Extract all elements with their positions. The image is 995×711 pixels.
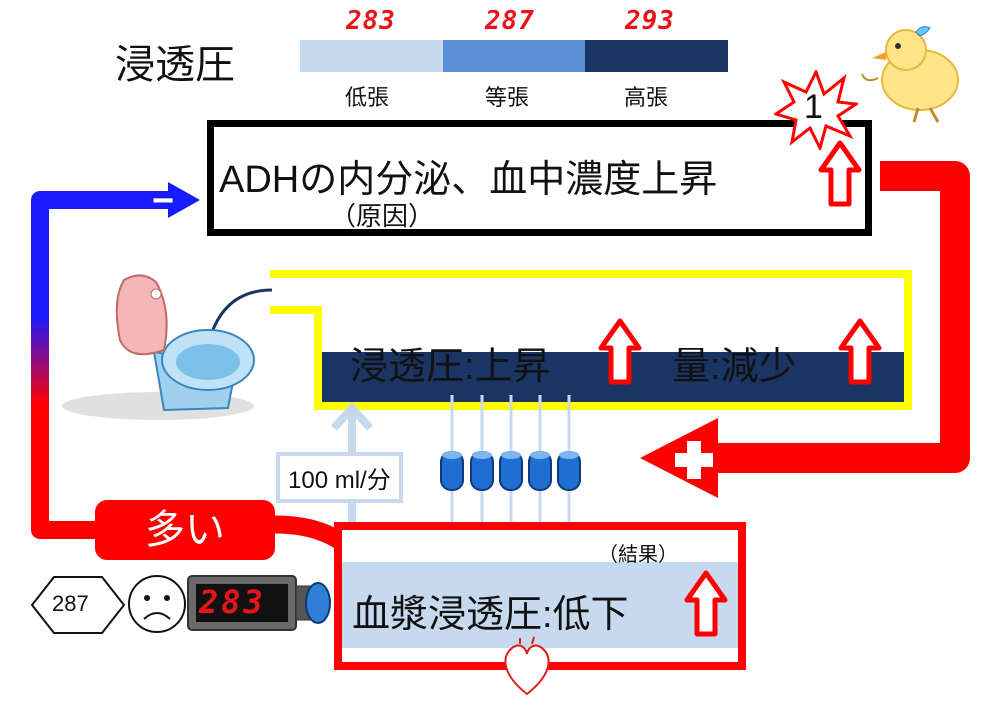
adh-box — [207, 120, 872, 236]
adh-title: ADHの内分泌、血中濃度上昇 — [219, 159, 718, 201]
scale-value-mid: 287 — [485, 6, 535, 36]
sad-face-icon — [128, 575, 186, 633]
osmolality-scale — [300, 40, 729, 72]
target-diamond-icon — [30, 576, 126, 634]
scale-segment-hypotonic — [300, 40, 443, 72]
plasma-title: 血漿浸透圧:低下 — [352, 594, 629, 636]
toilet-icon — [62, 274, 255, 420]
chick-icon — [861, 26, 959, 123]
plasma-up-arrow-icon — [684, 570, 728, 637]
tubule-outline — [270, 270, 912, 410]
meter-reading: 283 — [199, 583, 266, 621]
scale-label-mid: 等張 — [485, 85, 530, 110]
volume-up-arrow-icon — [838, 318, 882, 385]
badge-starburst-icon — [774, 70, 858, 150]
scale-label-low: 低張 — [345, 85, 390, 110]
many-label: 多い — [95, 500, 275, 560]
scale-label-high: 高張 — [624, 85, 669, 110]
tubule-volume-text: 量:減少 — [672, 346, 797, 388]
feedback-minus: − — [152, 180, 175, 222]
plasma-subtitle: （結果） — [598, 544, 678, 566]
plus-icon — [675, 441, 713, 479]
scale-value-low: 283 — [346, 6, 396, 36]
badge-number: 1 — [804, 88, 823, 126]
osmotic-up-arrow-icon — [598, 318, 642, 385]
drain-line — [208, 288, 273, 339]
scale-title: 浸透圧 — [115, 43, 235, 87]
tubule-osmotic-text: 浸透圧:上昇 — [350, 346, 551, 388]
plasma-fill — [342, 562, 738, 648]
positive-feedback-loop — [715, 161, 970, 473]
scale-segment-hypertonic — [585, 40, 729, 72]
heart-icon — [504, 636, 550, 696]
adh-up-arrow-icon — [818, 140, 862, 207]
adh-subtitle: （原因） — [330, 201, 435, 231]
meter-device-icon — [187, 575, 331, 631]
scale-value-high: 293 — [625, 6, 675, 36]
negative-feedback-arrowhead — [168, 182, 200, 218]
scale-segment-isotonic — [442, 40, 586, 72]
target-value: 287 — [52, 591, 89, 616]
negative-feedback-loop — [31, 191, 170, 539]
aquaporin-channels — [440, 451, 581, 491]
flow-label: 100 ml/分 — [276, 452, 403, 503]
